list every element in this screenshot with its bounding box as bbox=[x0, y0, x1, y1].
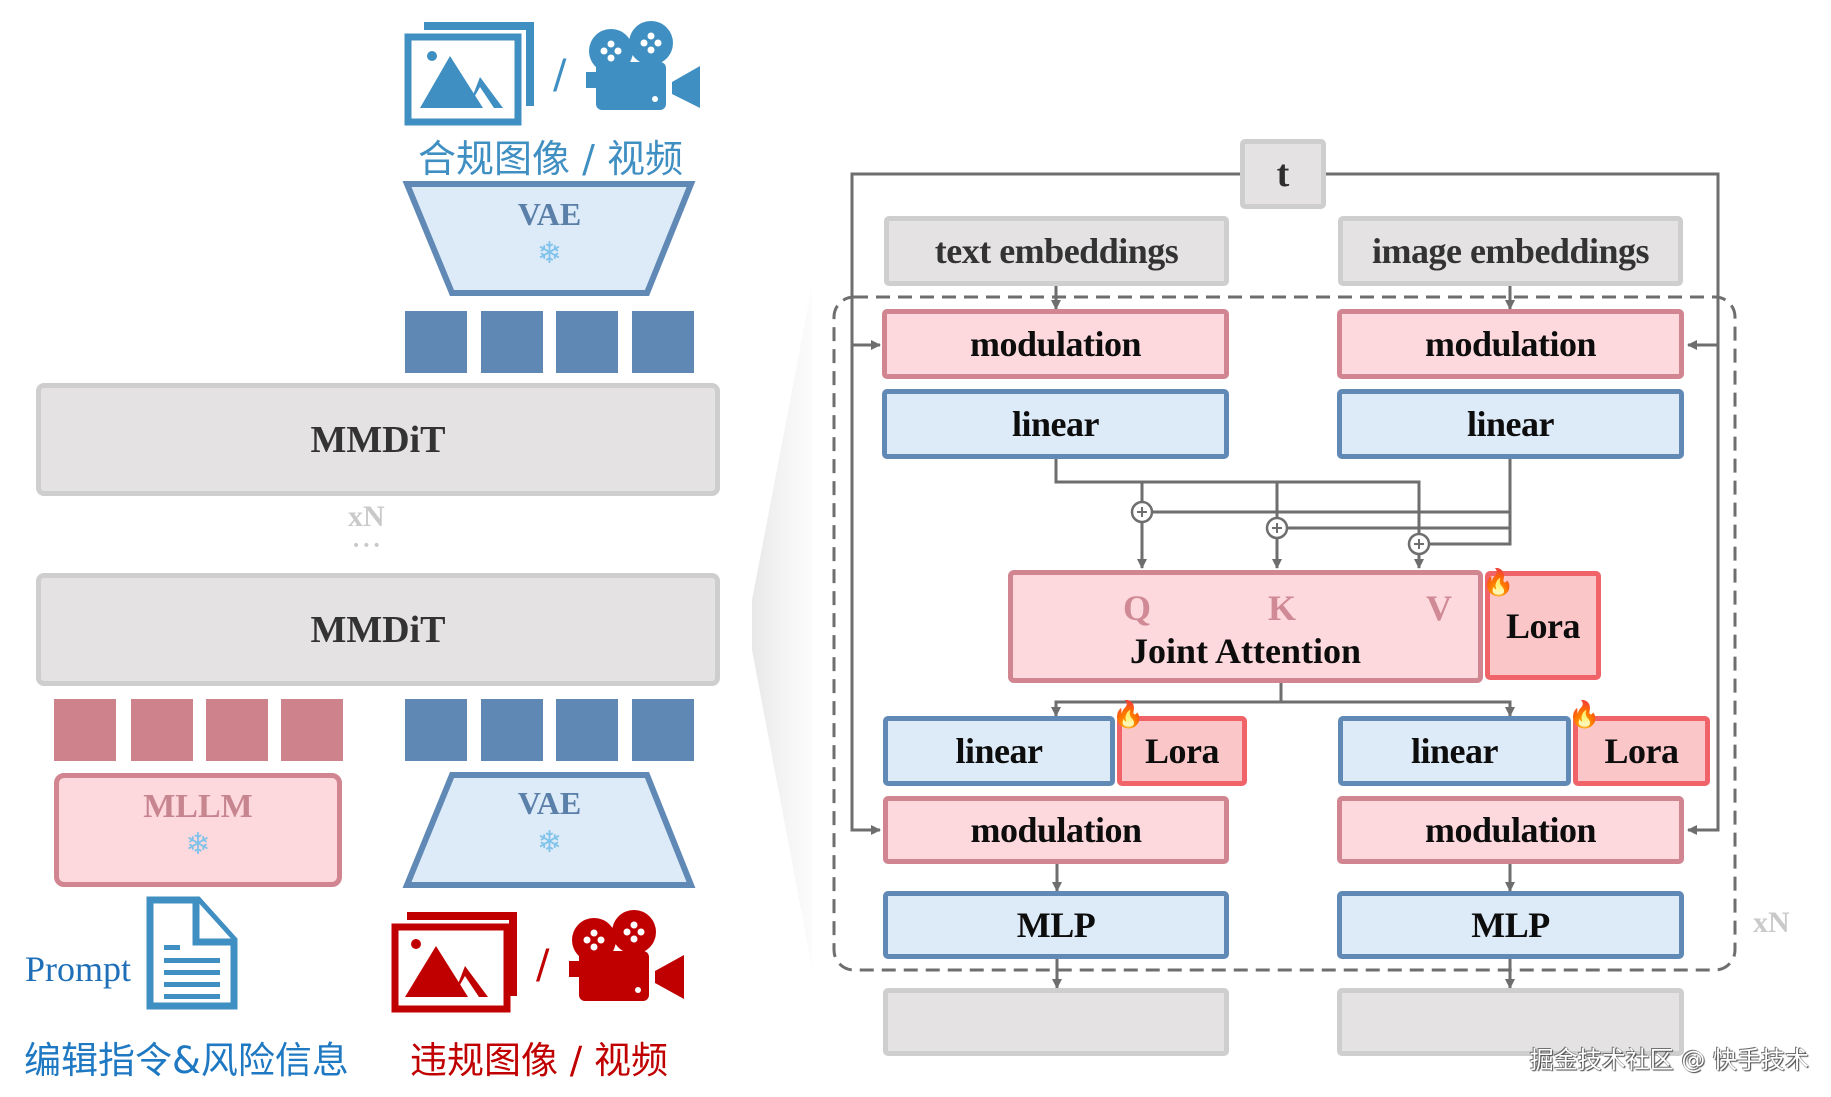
vae-decoder-shape bbox=[402, 181, 696, 296]
text-token bbox=[54, 699, 116, 761]
latent-token bbox=[405, 311, 467, 373]
slash-bottom: / bbox=[536, 942, 550, 988]
joint-attention-label: Joint Attention bbox=[1129, 631, 1361, 671]
document-icon bbox=[146, 896, 238, 1010]
image-embeddings-label: image embeddings bbox=[1371, 231, 1650, 271]
text-modulation-top-label: modulation bbox=[969, 324, 1142, 364]
image-mlp: MLP bbox=[1337, 891, 1684, 959]
image-embeddings-box: image embeddings bbox=[1338, 216, 1683, 286]
compliant-output-caption: 合规图像 / 视频 bbox=[418, 137, 683, 181]
text-linear-bottom-label: linear bbox=[955, 731, 1043, 771]
text-lora-box: Lora bbox=[1117, 716, 1247, 786]
frozen-icon: ❄ bbox=[536, 236, 563, 271]
image-icon-compliant bbox=[404, 22, 534, 126]
latent-token bbox=[632, 311, 694, 373]
image-linear-top-label: linear bbox=[1467, 404, 1554, 444]
repeat-label-right: xN bbox=[1753, 906, 1790, 939]
prompt-label: Prompt bbox=[25, 949, 132, 989]
image-modulation-bottom: modulation bbox=[1337, 796, 1684, 864]
text-linear-top-label: linear bbox=[1012, 404, 1099, 444]
text-linear-bottom: linear bbox=[883, 716, 1115, 786]
image-modulation-top-label: modulation bbox=[1424, 324, 1597, 364]
zoom-funnel-shape bbox=[752, 286, 812, 968]
vae-decoder: VAE ❄ bbox=[452, 196, 647, 269]
mmdit-bottom-label: MMDiT bbox=[310, 608, 446, 651]
text-embeddings-label: text embeddings bbox=[934, 231, 1179, 271]
video-camera-icon-violating bbox=[569, 910, 684, 1001]
fire-icon: 🔥 bbox=[1568, 700, 1601, 730]
mllm-label: MLLM bbox=[143, 788, 253, 825]
connector-lines bbox=[850, 172, 1720, 989]
image-output-box bbox=[1337, 988, 1684, 1056]
image-mlp-label: MLP bbox=[1471, 905, 1550, 945]
image-modulation-bottom-label: modulation bbox=[1424, 810, 1597, 850]
latent-token bbox=[556, 311, 618, 373]
key-label: K bbox=[1268, 588, 1297, 628]
watermark: 掘金技术社区 @ 快手技术 bbox=[1529, 1046, 1809, 1074]
attention-lora-box: Lora bbox=[1485, 571, 1601, 680]
frozen-icon: ❄ bbox=[536, 825, 563, 860]
joint-attention-block: Q K V Joint Attention bbox=[1008, 570, 1483, 683]
text-lora-label: Lora bbox=[1145, 731, 1220, 771]
latent-token bbox=[556, 699, 618, 761]
value-label: V bbox=[1426, 588, 1452, 628]
fire-icon: 🔥 bbox=[1482, 568, 1515, 598]
text-mlp: MLP bbox=[883, 891, 1229, 959]
text-mlp-label: MLP bbox=[1016, 905, 1096, 945]
vae-decoder-label: VAE bbox=[517, 196, 582, 232]
text-token bbox=[281, 699, 343, 761]
fire-icon: 🔥 bbox=[1112, 700, 1145, 730]
slash-top: / bbox=[553, 52, 567, 98]
image-icon-violating bbox=[391, 912, 517, 1013]
latent-token bbox=[481, 311, 543, 373]
latent-token bbox=[481, 699, 543, 761]
image-lora-label: Lora bbox=[1604, 731, 1680, 771]
violating-input-caption: 违规图像 / 视频 bbox=[410, 1039, 668, 1082]
video-camera-icon-compliant bbox=[586, 21, 700, 110]
text-linear-top: linear bbox=[882, 389, 1229, 459]
vae-encoder: VAE ❄ bbox=[452, 785, 647, 858]
text-modulation-bottom: modulation bbox=[883, 796, 1229, 864]
text-token bbox=[206, 699, 268, 761]
attention-lora-label: Lora bbox=[1506, 605, 1581, 646]
image-linear-bottom: linear bbox=[1338, 716, 1571, 786]
repeat-label-left: xN bbox=[348, 500, 385, 533]
text-modulation-bottom-label: modulation bbox=[970, 810, 1142, 850]
timestep-label: t bbox=[1276, 153, 1290, 195]
mmdit-block-bottom: MMDiT bbox=[36, 573, 720, 686]
timestep-box: t bbox=[1240, 139, 1326, 209]
image-lora-box: Lora bbox=[1573, 716, 1710, 786]
text-token bbox=[131, 699, 193, 761]
query-label: Q bbox=[1123, 588, 1152, 628]
vae-encoder-shape bbox=[402, 772, 696, 888]
image-linear-bottom-label: linear bbox=[1411, 731, 1498, 771]
mmdit-top-label: MMDiT bbox=[310, 418, 446, 461]
text-embeddings-box: text embeddings bbox=[884, 216, 1229, 286]
frozen-icon: ❄ bbox=[185, 827, 211, 862]
image-linear-top: linear bbox=[1337, 389, 1684, 459]
repeat-block-border bbox=[832, 295, 1737, 972]
ellipsis: ••• bbox=[352, 538, 383, 554]
latent-token bbox=[405, 699, 467, 761]
image-modulation-top: modulation bbox=[1337, 309, 1684, 379]
text-modulation-top: modulation bbox=[882, 309, 1229, 379]
mmdit-block-top: MMDiT bbox=[36, 383, 720, 496]
add-symbols bbox=[1137, 507, 1424, 549]
mllm-block: MLLM ❄ bbox=[54, 773, 342, 887]
latent-token bbox=[632, 699, 694, 761]
vae-encoder-label: VAE bbox=[517, 785, 582, 821]
text-output-box bbox=[883, 988, 1229, 1056]
prompt-caption: 编辑指令&风险信息 bbox=[24, 1039, 349, 1082]
